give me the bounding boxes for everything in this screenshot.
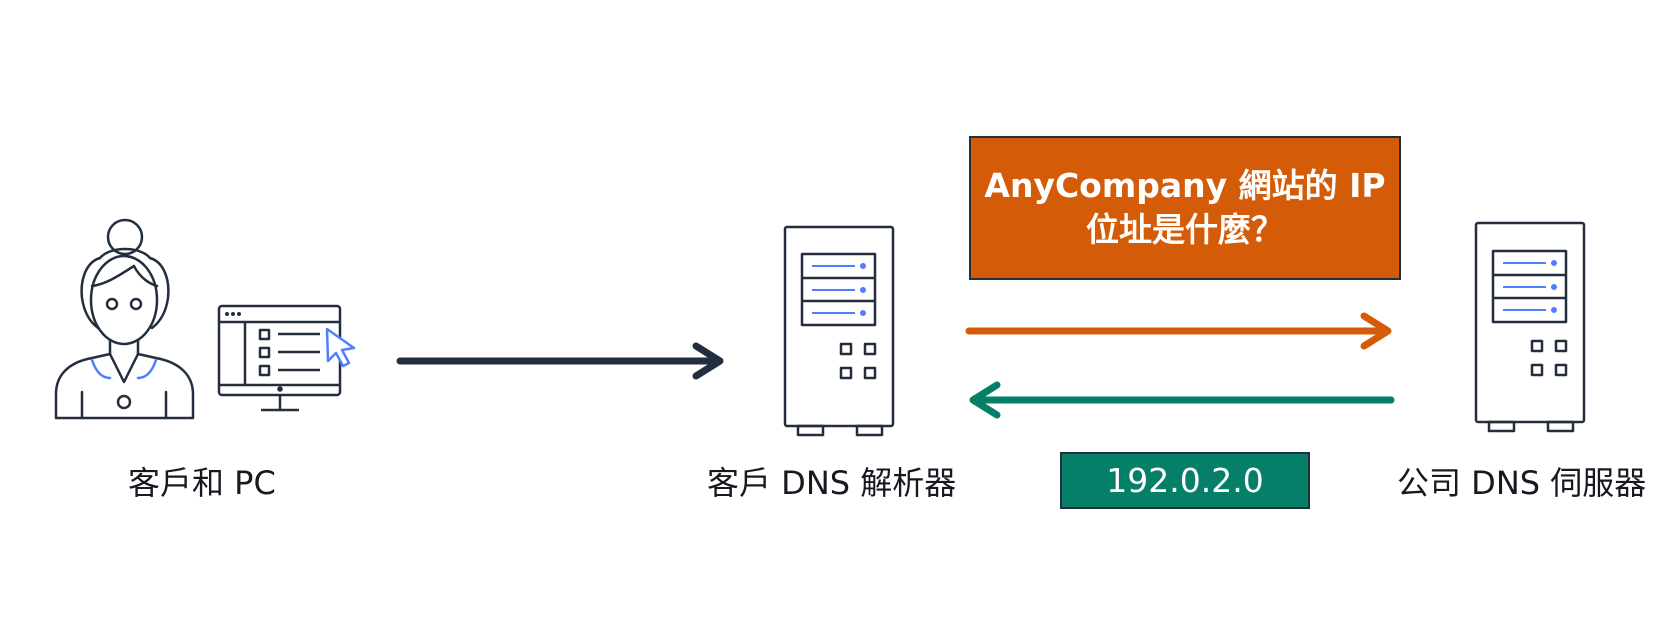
resolver-server-icon xyxy=(783,225,895,437)
collar-accent xyxy=(90,358,158,380)
ip-address-text: 192.0.2.0 xyxy=(1106,461,1264,500)
ip-answer-box: 192.0.2.0 xyxy=(1060,452,1310,509)
resolver-label: 客戶 DNS 解析器 xyxy=(707,464,957,502)
company-server-label: 公司 DNS 伺服器 xyxy=(1397,464,1647,502)
arrow-customer-to-resolver xyxy=(396,342,724,380)
query-line-2: 位址是什麼？ xyxy=(1086,210,1284,249)
company-server-icon xyxy=(1474,221,1586,433)
person-icon xyxy=(54,218,195,420)
window-dots xyxy=(225,312,241,316)
query-line-1: AnyCompany 網站的 IP xyxy=(984,166,1386,205)
arrow-query-to-company xyxy=(965,312,1392,350)
monitor-icon xyxy=(217,304,342,412)
cursor-icon xyxy=(325,327,356,368)
dns-query-box: AnyCompany 網站的 IP 位址是什麼？ xyxy=(969,136,1401,280)
arrow-answer-to-resolver xyxy=(969,381,1395,419)
customer-label: 客戶和 PC xyxy=(128,464,276,502)
